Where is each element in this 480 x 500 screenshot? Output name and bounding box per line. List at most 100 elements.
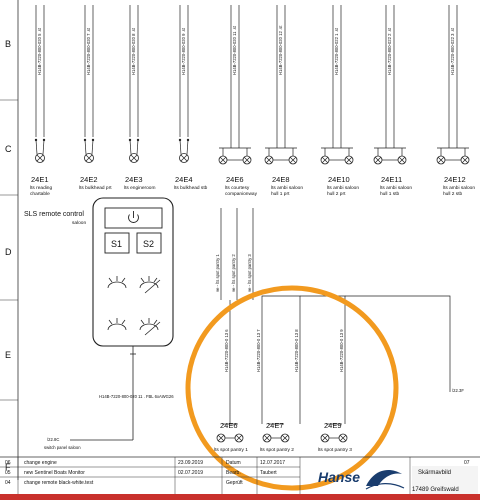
svg-text:Hanse: Hanse (318, 469, 360, 485)
rev-no: 04 (5, 480, 11, 486)
switch-ref: /22.8C (47, 437, 59, 442)
rev-no: 05 (5, 470, 11, 476)
wire-line (42, 139, 45, 155)
wire-label: H14B-7220-800-020 12 .st (278, 25, 283, 75)
lamp-label: lts courtesy (225, 185, 250, 191)
spot-lamp-24e9: 24E9 lts spot pantry 3 (318, 421, 352, 453)
lamp-label: companionway (225, 191, 258, 197)
light-dim-icon (107, 276, 127, 289)
lamp-label: hull 1 stb (380, 191, 400, 197)
row-label-c: C (5, 144, 12, 154)
address: 17489 Greifswald (412, 487, 459, 493)
lamp-label: lts spot pantry 3 (318, 447, 352, 453)
light-bright-icon (139, 276, 161, 294)
cable-label: H14B-7220-800-0 13 6 (224, 329, 229, 372)
lamp-cross (235, 434, 243, 442)
lamp-id: 24E8 (272, 175, 290, 184)
lamp-cross (321, 156, 329, 164)
lamp-cross (36, 154, 44, 162)
rev-text: change engine (24, 460, 57, 466)
row-label-e: E (5, 350, 11, 360)
lamp-cross (461, 156, 469, 164)
lamp-label: lts ambi saloon (271, 185, 303, 191)
lamp-id: 24E9 (324, 421, 342, 430)
datum-label: Datum (226, 460, 241, 466)
cable-label: H14B-7220-800-0 13 9 (339, 329, 344, 372)
lamp-label: chartable (30, 191, 50, 197)
s1-button[interactable] (104, 232, 130, 254)
remote-harness-label: H14B-7220-800-020 11 . FBL 6xAWG26 (99, 394, 174, 399)
light-bright-icon-2 (139, 318, 161, 336)
lamp-id: 24E3 (125, 175, 143, 184)
lamp-label: hull 1 prt (271, 191, 290, 197)
bearb-value: Taubert (260, 470, 277, 476)
lamp-label: lts bulkhead stb (174, 185, 208, 191)
lamp-id: 24E6 (226, 175, 244, 184)
lamp-label: lts bulkhead prt (79, 185, 112, 191)
wire-label: H14B-7220-800-020 7 .st (86, 27, 91, 75)
highlight-circle (185, 285, 399, 491)
wire-label: H14B-7220-800-020 11 .st (232, 25, 237, 75)
s2-button[interactable] (136, 232, 162, 254)
wire-line (35, 139, 38, 155)
lamp-label: lts ambi saloon (327, 185, 359, 191)
lamp-cross (398, 156, 406, 164)
lamp-cross (243, 156, 251, 164)
lamp-cross (339, 434, 347, 442)
rev-text: change remote black-white.test (24, 480, 94, 486)
switch-label: switch panel saloon (44, 445, 81, 450)
lamp-cross (263, 434, 271, 442)
bus-link (261, 295, 301, 300)
wire-line (91, 139, 94, 155)
wire-line (129, 139, 132, 155)
lamp-label: hull 2 stb (443, 191, 463, 197)
wire-label: H14B-7220-800-020 8 .st (131, 27, 136, 75)
row-label-d: D (5, 247, 12, 257)
ground-ref: /22.3F (452, 388, 464, 393)
lamp-cross (345, 156, 353, 164)
rev-date: 02.07.2019 (178, 470, 203, 476)
lamp-id: 24E10 (328, 175, 350, 184)
lamp-cross (289, 156, 297, 164)
wire-line (136, 139, 139, 155)
row-label-b: B (5, 39, 11, 49)
sheet-number: 07 (464, 460, 470, 466)
gepr-label: Geprüft (226, 480, 243, 486)
wire-label: H14B-7220-800-022 3 .st (450, 27, 455, 75)
light-dim-icon-2 (107, 318, 127, 331)
spot-lamp-24e7: 24E7 lts spot pantry 2 (260, 421, 294, 453)
power-icon (128, 211, 139, 223)
lamp-id: 24E4 (175, 175, 193, 184)
screenshot-label: Skärmavbild (418, 470, 451, 476)
lamp-label: lts ambi saloon (380, 185, 412, 191)
feed-wire-label: ve - lts spot pantry 3 (247, 254, 252, 292)
lamp-cross (217, 434, 225, 442)
datum-value: 12.07.2017 (260, 460, 285, 466)
lamp-label: lts reading (30, 185, 52, 191)
lamp-cross (437, 156, 445, 164)
title-block: 06 change engine 23.09.2019 05 new Senti… (0, 456, 480, 500)
remote-subtitle: saloon (72, 220, 86, 226)
lamp-id: 24E2 (80, 175, 98, 184)
rev-no: 06 (5, 460, 11, 466)
wire-label: H14B-7220-800-022 2 .st (387, 27, 392, 75)
lamp-id: 24E12 (444, 175, 466, 184)
lamp-id: 24E11 (381, 175, 402, 184)
lamp-cross (281, 434, 289, 442)
remote-title: SLS remote control (24, 211, 84, 218)
lamp-id: 24E7 (266, 421, 284, 430)
s2-label: S2 (143, 239, 154, 249)
lamp-label: lts spot pantry 2 (260, 447, 294, 453)
wire-line (186, 139, 189, 155)
lamp-id: 24E6 (220, 421, 238, 430)
lamp-label: lts spot pantry 1 (214, 447, 248, 453)
